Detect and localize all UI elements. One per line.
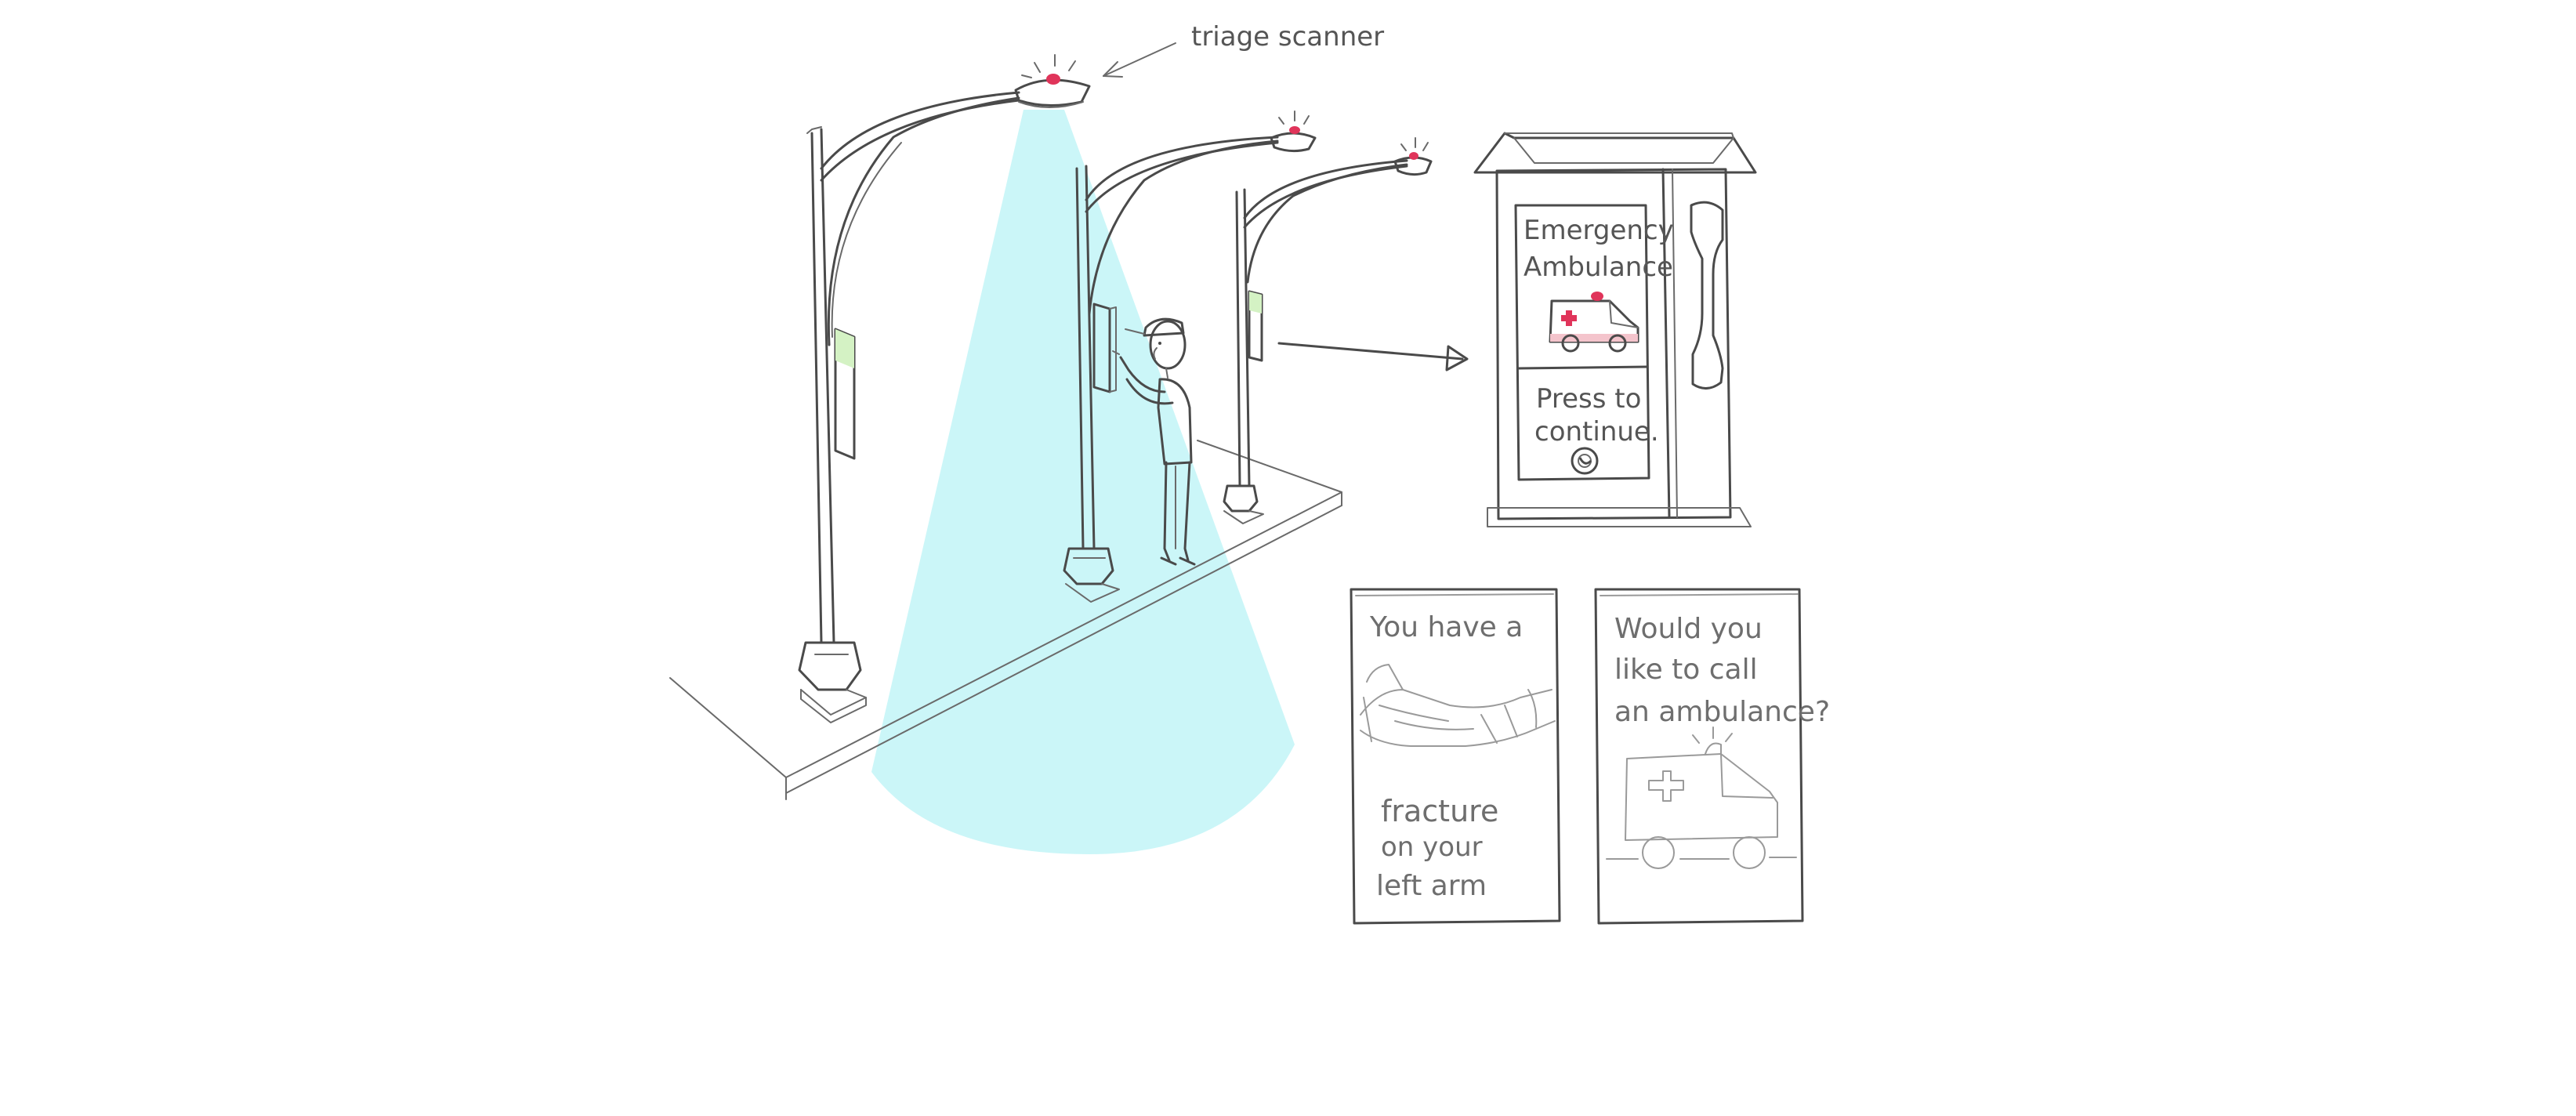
emergency-kiosk: Emergency Ambulance Press to continue. bbox=[1475, 133, 1755, 527]
call-panel-line3: an ambulance? bbox=[1614, 696, 1830, 728]
street-pole-back bbox=[1224, 161, 1407, 524]
kiosk-screen-title-line1: Emergency bbox=[1523, 215, 1674, 246]
fracture-panel-line3: on your bbox=[1381, 832, 1483, 863]
triage-scanner-callout: triage scanner bbox=[1103, 21, 1384, 77]
call-panel-line1: Would you bbox=[1614, 613, 1763, 645]
kiosk-roof bbox=[1475, 133, 1755, 172]
fracture-panel-line4: left arm bbox=[1376, 870, 1487, 902]
screen-panel-fracture: You have a fracture on your left arm bbox=[1351, 589, 1560, 923]
ambulance-icon bbox=[1550, 292, 1638, 351]
call-panel-line2: like to call bbox=[1614, 654, 1758, 686]
fracture-panel-line1: You have a bbox=[1369, 611, 1523, 643]
kiosk-press-button[interactable] bbox=[1572, 448, 1597, 473]
phone-handset[interactable] bbox=[1691, 202, 1723, 388]
screen-panel-call-ambulance: Would you like to call an ambulance? bbox=[1596, 589, 1830, 923]
kiosk-screen-title-line2: Ambulance bbox=[1523, 252, 1673, 283]
kiosk-prompt-line1: Press to bbox=[1536, 383, 1641, 415]
zoom-arrow bbox=[1279, 343, 1467, 370]
scanner-head-middle bbox=[1271, 111, 1315, 151]
kiosk-prompt-line2: continue. bbox=[1534, 416, 1659, 447]
triage-scanner-head bbox=[1016, 55, 1089, 107]
scanner-head-back bbox=[1395, 138, 1431, 175]
triage-scanner-label: triage scanner bbox=[1191, 21, 1384, 53]
fracture-panel-line2: fracture bbox=[1381, 794, 1498, 828]
ambulance-sketch-icon bbox=[1607, 727, 1796, 868]
arm-illustration bbox=[1360, 665, 1555, 746]
